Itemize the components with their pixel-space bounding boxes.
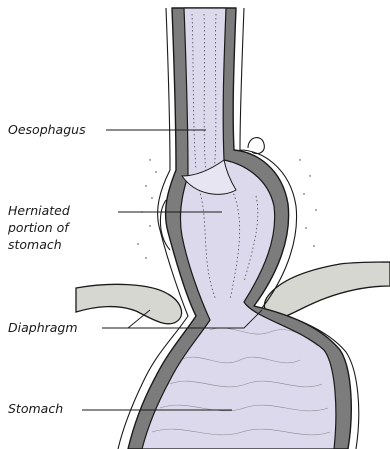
- label-stomach: Stomach: [8, 401, 63, 416]
- label-herniated-line2: portion of: [7, 220, 70, 235]
- label-herniated-line1: Herniated: [8, 203, 70, 218]
- label-oesophagus: Oesophagus: [8, 122, 86, 137]
- diaphragm-left: [76, 284, 182, 323]
- label-diaphragm: Diaphragm: [8, 320, 78, 335]
- label-herniated-line3: stomach: [8, 237, 62, 252]
- diaphragm-right: [264, 262, 390, 318]
